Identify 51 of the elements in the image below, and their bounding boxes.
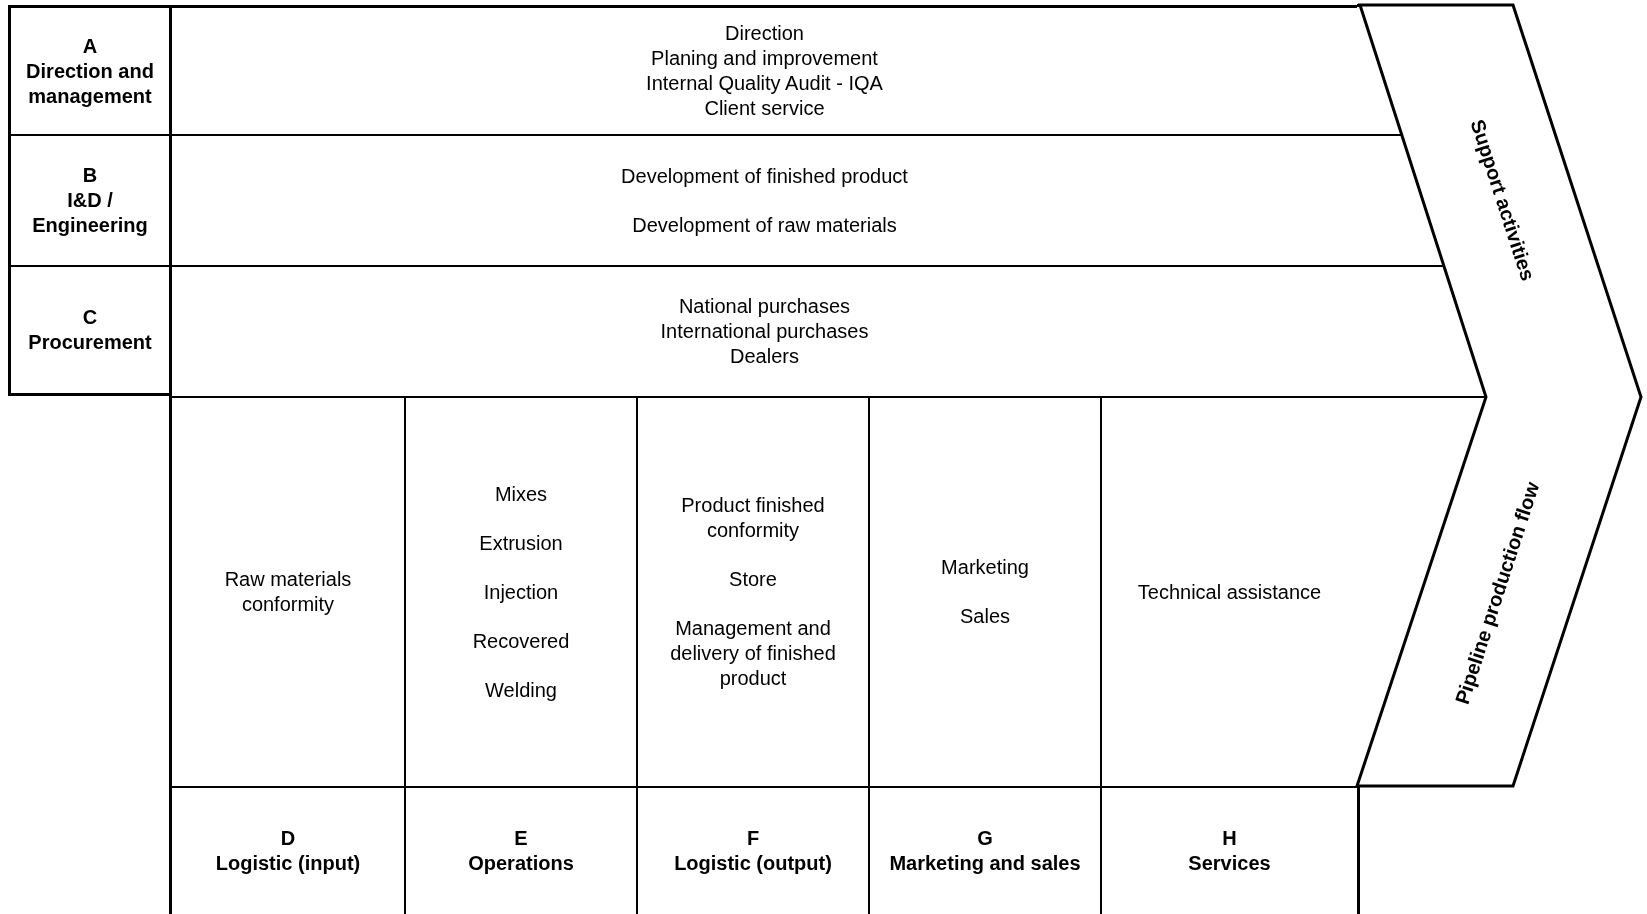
activity-item: Marketing: [941, 555, 1029, 580]
primary-activity-column: [868, 396, 1100, 786]
activity-item: National purchases: [678, 294, 851, 319]
activity-letter: C: [82, 305, 98, 330]
activity-label-box: [868, 786, 1100, 914]
activity-title: Operations: [468, 851, 574, 876]
activity-label-box: [8, 265, 172, 396]
primary-activity-column: [169, 396, 404, 786]
activity-item: Extrusion: [479, 530, 563, 556]
activity-label-box: [636, 786, 868, 914]
activity-item: Development of finished product: [621, 163, 908, 189]
activity-label-box: [8, 134, 172, 265]
activity-item: Product finished conformity: [680, 493, 826, 543]
activity-label-box: [8, 5, 172, 134]
activity-item: Mixes: [494, 481, 548, 507]
activity-item: Direction: [725, 21, 804, 46]
activity-title: Logistic (output): [674, 851, 832, 876]
primary-activity-column: [404, 396, 636, 786]
activity-letter: A: [82, 33, 98, 59]
activity-item: International purchases: [660, 319, 869, 344]
activity-letter: E: [514, 826, 528, 851]
activity-title: I&D / Engineering: [31, 188, 149, 238]
activity-item: Welding: [485, 677, 557, 703]
activity-item: Dealers: [730, 344, 799, 369]
activity-item: Sales: [960, 604, 1010, 629]
activity-item: Raw materials conformity: [223, 567, 353, 617]
activity-label-box: [1100, 786, 1360, 914]
activity-title: Direction and management: [25, 58, 155, 109]
activity-label-box: [404, 786, 636, 914]
primary-activity-column: [636, 396, 868, 786]
activity-item: Client service: [704, 96, 825, 121]
activity-item: Injection: [483, 579, 559, 605]
chevron-arrow-shape: [1357, 5, 1641, 786]
activity-label-box: [169, 786, 404, 914]
activity-letter: F: [746, 826, 760, 851]
activity-item: Recovered: [472, 628, 570, 654]
activity-title: Procurement: [28, 330, 152, 355]
activity-item: Store: [729, 567, 777, 592]
activity-letter: B: [82, 163, 98, 188]
activity-item: Planing and improvement: [651, 46, 878, 71]
activity-title: Services: [1188, 851, 1271, 876]
activity-item: Development of raw materials: [632, 212, 897, 238]
activity-letter: D: [280, 826, 296, 851]
activity-item: Management and delivery of finished product: [669, 616, 837, 691]
activity-title: Marketing and sales: [889, 851, 1081, 876]
activity-item: Internal Quality Audit - IQA: [646, 71, 883, 96]
activity-letter: H: [1222, 826, 1237, 851]
primary-activity-column: [1100, 396, 1357, 786]
activity-title: Logistic (input): [215, 851, 361, 876]
activity-item: Technical assistance: [1137, 579, 1322, 605]
activity-letter: G: [977, 826, 993, 851]
